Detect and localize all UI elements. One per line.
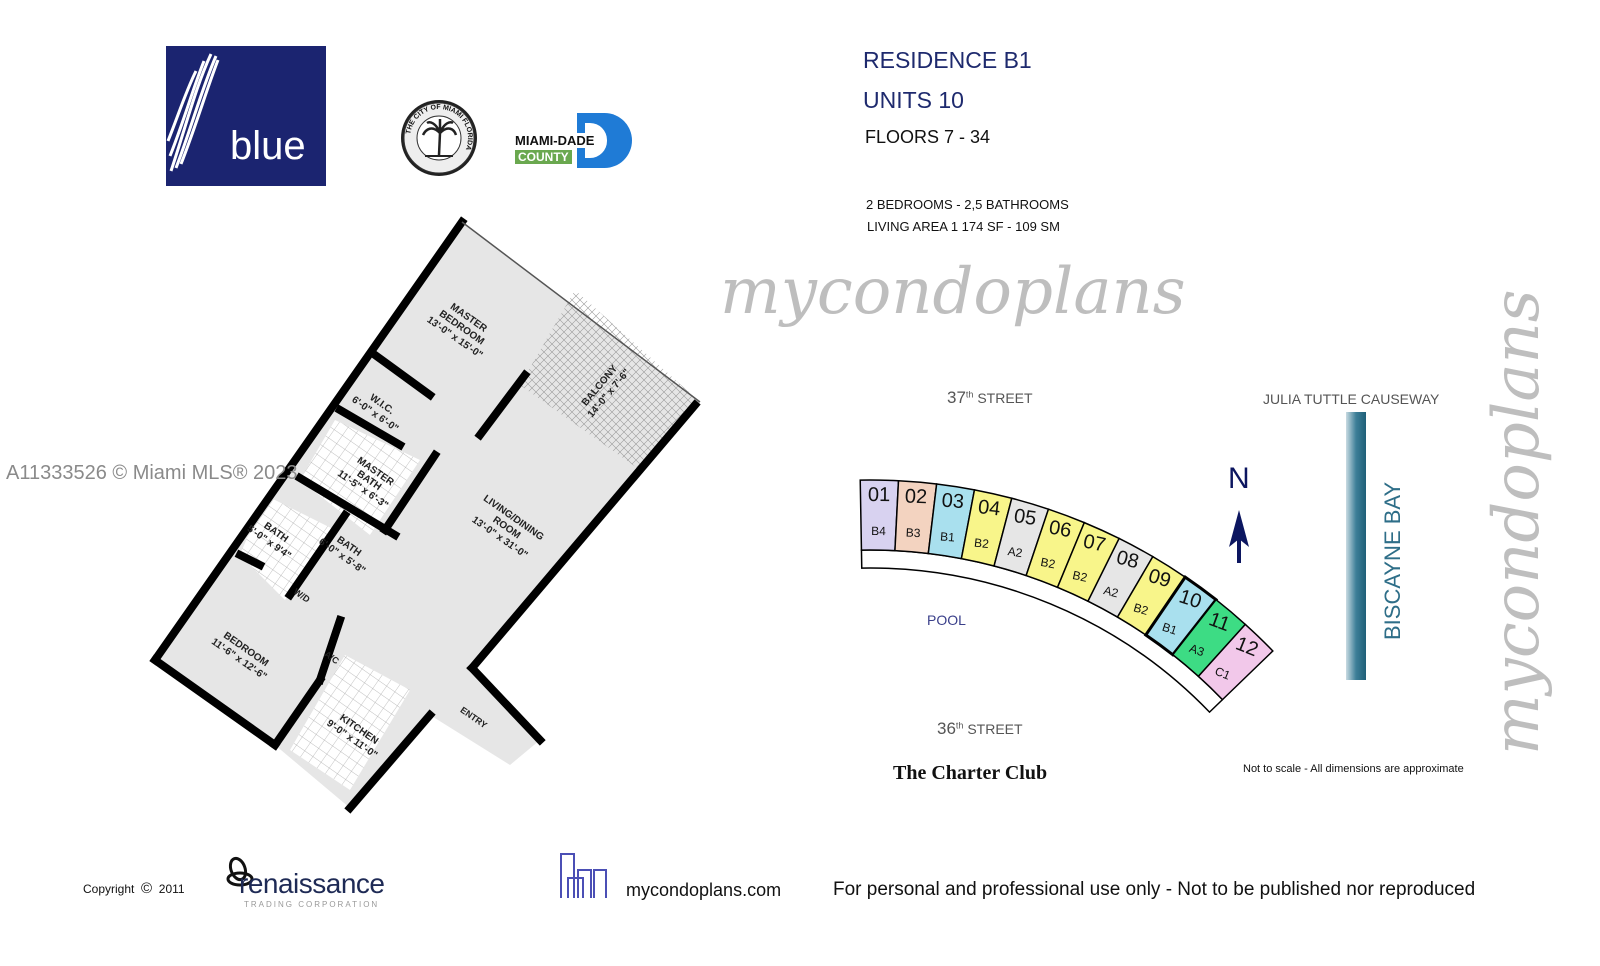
copyright: Copyright © 2011 <box>83 880 185 897</box>
north-arrow-icon <box>1229 510 1249 563</box>
mycondoplans-url[interactable]: mycondoplans.com <box>626 880 782 900</box>
unit-type: B1 <box>1160 620 1179 638</box>
renaissance-logo-icon <box>226 856 254 887</box>
unit-type: B4 <box>871 524 886 538</box>
renaissance-subtext: TRADING CORPORATION <box>244 900 380 909</box>
miami-dade-logo: MIAMI-DADE COUNTY <box>515 113 633 168</box>
balcony-area <box>520 290 700 470</box>
unit-type: A2 <box>1007 544 1024 560</box>
renaissance-logo: renaissance TRADING CORPORATION <box>224 855 399 910</box>
unit-number: 02 <box>904 485 927 508</box>
unit-number: 07 <box>1081 530 1107 556</box>
unit-number: 08 <box>1114 547 1141 574</box>
unit-type: A3 <box>1188 641 1207 659</box>
street-37th: 37th STREET <box>947 388 1033 407</box>
floors-label: FLOORS 7 - 34 <box>865 127 991 147</box>
unit-type: B3 <box>905 526 921 541</box>
unit-type: B1 <box>940 529 956 544</box>
bay-strip <box>1346 412 1366 680</box>
mls-watermark: A11333526 © Miami MLS® 2023 <box>6 462 298 484</box>
unit-type: B2 <box>973 536 989 552</box>
living-area-label: LIVING AREA 1 174 SF - 109 SM <box>867 219 1060 234</box>
causeway-label: JULIA TUTTLE CAUSEWAY <box>1263 391 1440 407</box>
mycondoplans-logo-icon <box>560 853 607 898</box>
county-text: COUNTY <box>515 150 572 164</box>
kitchen-tile <box>290 655 410 790</box>
miami-dade-text: MIAMI-DADE <box>515 133 597 148</box>
blue-logo: blue <box>166 46 326 186</box>
usage-notice: For personal and professional use only -… <box>833 879 1476 900</box>
pool-label: POOL <box>927 612 966 628</box>
unit-type: B2 <box>1039 555 1056 571</box>
city-of-miami-seal: THE CITY OF MIAMI FLORIDA <box>401 100 477 176</box>
residence-title: RESIDENCE B1 <box>863 47 1032 73</box>
scale-note: Not to scale - All dimensions are approx… <box>1243 763 1464 775</box>
blue-logo-text: blue <box>230 124 306 168</box>
master-bath-tile <box>300 420 420 535</box>
unit-shape <box>1197 623 1274 701</box>
unit-number: 01 <box>868 484 890 506</box>
charter-club-label: The Charter Club <box>893 762 1048 784</box>
unit-type: B2 <box>1071 568 1089 585</box>
watermark-left: mycondoplans <box>720 255 1186 329</box>
street-36th: 36th STREET <box>937 719 1023 738</box>
unit-number: 05 <box>1012 505 1037 530</box>
unit-number: 03 <box>941 490 965 514</box>
north-label: N <box>1228 462 1250 495</box>
unit-number: 04 <box>977 496 1002 520</box>
unit-type: C1 <box>1213 664 1233 683</box>
renaissance-text: renaissance <box>239 868 385 899</box>
blue-wave-icon <box>166 53 220 172</box>
bedrooms-label: 2 BEDROOMS - 2,5 BATHROOMS <box>866 197 1069 212</box>
unit-type: A2 <box>1102 583 1120 600</box>
unit-number: 06 <box>1047 517 1073 543</box>
palm-tree-icon <box>421 119 458 157</box>
windows <box>461 221 701 403</box>
bath-tile <box>240 495 335 600</box>
units-label: UNITS 10 <box>863 87 964 113</box>
walls <box>149 216 701 814</box>
unit-type: B2 <box>1132 600 1150 618</box>
